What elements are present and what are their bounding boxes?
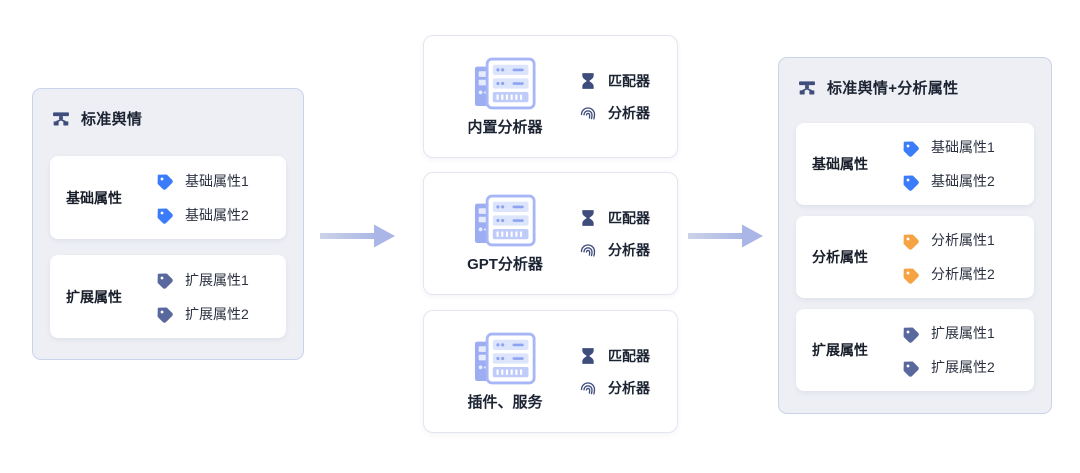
attr-group-card-basic: 基础属性 基础属性1 基础属性2: [50, 156, 286, 239]
feature-label: 分析器: [608, 241, 650, 258]
tag-label: 分析属性2: [931, 266, 995, 282]
group-label: 扩展属性: [66, 288, 122, 305]
feature-matcher: 匹配器: [578, 71, 650, 91]
server-icon: [474, 332, 536, 385]
feature-label: 分析器: [608, 379, 650, 396]
tag-label: 基础属性1: [185, 172, 249, 189]
hourglass-icon: [582, 347, 594, 364]
feature-analyzer: 分析器: [578, 103, 650, 123]
sitemap-icon: [799, 80, 815, 94]
analyzer-box-gpt: GPT分析器 匹配器 分析器: [423, 172, 678, 295]
tag-icon: [903, 234, 919, 250]
attr-group-card-extended: 扩展属性 扩展属性1 扩展属性2: [796, 309, 1034, 391]
standard-sentiment-panel: 标准舆情 基础属性 基础属性1 基础属性2 扩展属性 扩展属性1: [32, 88, 304, 360]
tag-item: 扩展属性1: [153, 269, 249, 290]
tag-item: 扩展属性1: [899, 323, 995, 344]
tag-icon: [157, 273, 173, 289]
fingerprint-icon: [580, 243, 596, 257]
analyzer-machine: 插件、服务: [457, 331, 553, 412]
analyzer-machine: GPT分析器: [457, 193, 553, 274]
tag-label: 基础属性2: [931, 173, 995, 189]
analyzer-box-label: 内置分析器: [467, 119, 543, 136]
tag-icon: [903, 175, 919, 191]
feature-matcher: 匹配器: [578, 346, 650, 366]
tag-label: 扩展属性2: [185, 305, 249, 322]
tag-label: 基础属性1: [931, 139, 995, 155]
tag-item: 分析属性2: [899, 264, 995, 285]
feature-label: 分析器: [608, 104, 650, 121]
panel-title: 标准舆情: [81, 111, 143, 128]
tag-item: 分析属性1: [899, 230, 995, 251]
hourglass-icon: [582, 72, 594, 89]
fingerprint-icon: [580, 381, 596, 395]
tag-item: 扩展属性2: [899, 357, 995, 378]
panel-header: 标准舆情: [33, 89, 303, 129]
group-label: 分析属性: [812, 249, 868, 265]
arrow-right-icon: [320, 224, 395, 248]
tag-icon: [157, 208, 173, 224]
attribute-group-list: 基础属性 基础属性1 基础属性2 分析属性 分析属性1: [796, 123, 1034, 391]
group-label: 扩展属性: [812, 342, 868, 358]
tag-label: 扩展属性2: [931, 359, 995, 375]
tag-icon: [903, 361, 919, 377]
group-label: 基础属性: [812, 156, 868, 172]
tag-label: 扩展属性1: [931, 325, 995, 341]
server-icon: [474, 57, 536, 110]
tag-item: 基础属性2: [899, 171, 995, 192]
panel-title: 标准舆情+分析属性: [827, 80, 959, 97]
tag-label: 基础属性2: [185, 206, 249, 223]
analyzer-machine: 内置分析器: [457, 56, 553, 137]
tag-icon: [903, 327, 919, 343]
feature-matcher: 匹配器: [578, 208, 650, 228]
attr-group-card-extended: 扩展属性 扩展属性1 扩展属性2: [50, 255, 286, 338]
tag-label: 扩展属性1: [185, 271, 249, 288]
tag-item: 扩展属性2: [153, 303, 249, 324]
feature-analyzer: 分析器: [578, 378, 650, 398]
tag-label: 分析属性1: [931, 232, 995, 248]
tag-item: 基础属性1: [899, 137, 995, 158]
tag-icon: [903, 141, 919, 157]
tag-item: 基础属性2: [153, 204, 249, 225]
hourglass-icon: [582, 209, 594, 226]
analyzer-box-plugins: 插件、服务 匹配器 分析器: [423, 310, 678, 433]
attr-group-card-basic: 基础属性 基础属性1 基础属性2: [796, 123, 1034, 205]
analyzer-box-label: 插件、服务: [467, 394, 543, 411]
fingerprint-icon: [580, 106, 596, 120]
analyzer-box-label: GPT分析器: [467, 256, 543, 273]
feature-analyzer: 分析器: [578, 240, 650, 260]
enriched-sentiment-panel: 标准舆情+分析属性 基础属性 基础属性1 基础属性2 分析属性 分析属性1: [778, 57, 1052, 414]
group-label: 基础属性: [66, 189, 122, 206]
feature-label: 匹配器: [608, 72, 650, 89]
panel-header: 标准舆情+分析属性: [779, 58, 1051, 98]
attribute-group-list: 基础属性 基础属性1 基础属性2 扩展属性 扩展属性1: [50, 156, 286, 338]
feature-label: 匹配器: [608, 209, 650, 226]
feature-label: 匹配器: [608, 347, 650, 364]
arrow-right-icon: [688, 224, 763, 248]
sitemap-icon: [53, 111, 69, 125]
attr-group-card-analysis: 分析属性 分析属性1 分析属性2: [796, 216, 1034, 298]
server-icon: [474, 194, 536, 247]
analyzer-box-builtin: 内置分析器 匹配器 分析器: [423, 35, 678, 158]
tag-icon: [157, 307, 173, 323]
tag-item: 基础属性1: [153, 170, 249, 191]
tag-icon: [903, 268, 919, 284]
tag-icon: [157, 174, 173, 190]
